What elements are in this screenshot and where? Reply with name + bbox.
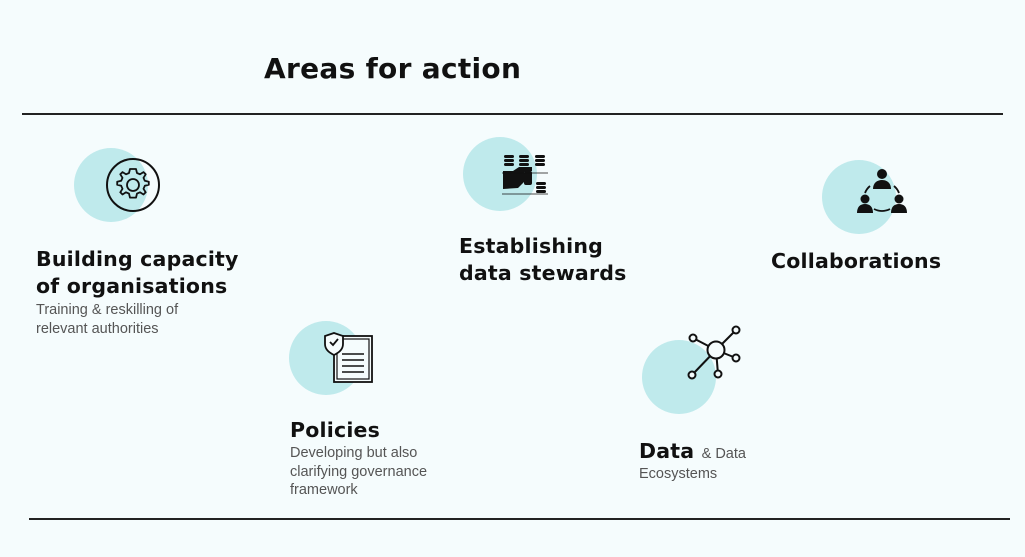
data-steward-icon xyxy=(502,155,548,195)
area-subtext-policies: Developing but also clarifying governanc… xyxy=(290,445,428,498)
heading-inline-suffix: & Data xyxy=(701,446,746,462)
area-subtext-capacity: Training & reskilling of relevant author… xyxy=(36,302,179,337)
bottom-divider xyxy=(29,518,1010,520)
area-heading-data: Data & Data xyxy=(639,439,746,463)
network-icon xyxy=(687,325,741,380)
top-divider xyxy=(22,113,1003,115)
page-title: Areas for action xyxy=(264,52,522,85)
gear-icon xyxy=(106,158,160,212)
area-heading-stewards: Establishing data stewards xyxy=(459,234,627,285)
area-heading-policies: Policies xyxy=(290,418,381,442)
area-subtext-data: Ecosystems xyxy=(639,466,718,482)
area-heading-capacity: Building capacity of organisations xyxy=(36,247,239,298)
accent-circle xyxy=(642,340,716,414)
policy-document-icon xyxy=(324,332,373,383)
accent-circle xyxy=(74,148,148,222)
area-heading-collaborations: Collaborations xyxy=(771,249,942,273)
collaboration-icon xyxy=(857,169,907,213)
